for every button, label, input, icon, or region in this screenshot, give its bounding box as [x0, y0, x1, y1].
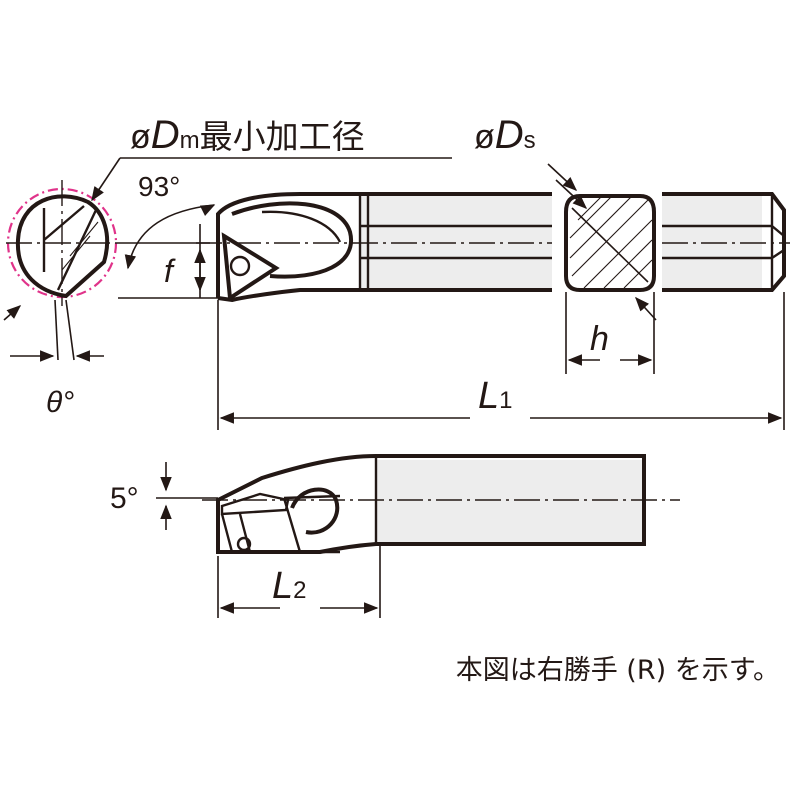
- dm-label: øDm最小加工径: [130, 113, 365, 157]
- dim-f: f: [118, 224, 218, 299]
- insert: [221, 232, 280, 302]
- shank-end: [662, 192, 790, 430]
- side-view: [202, 454, 680, 618]
- dim-l1: L1: [219, 375, 783, 424]
- angle-93: 93°: [124, 171, 216, 270]
- angle-93-label: 93°: [138, 171, 180, 202]
- min-bore-leader: øDm最小加工径: [91, 113, 452, 202]
- hand-note: 本図は右勝手 (R) を示す。: [455, 655, 780, 686]
- l2-label: L2: [272, 565, 307, 607]
- l1-label: L1: [478, 375, 513, 417]
- f-label: f: [164, 253, 176, 289]
- top-view-body: [216, 192, 552, 303]
- end-view: θ°: [3, 180, 118, 419]
- ds-label: øDs: [474, 113, 536, 157]
- shank-section-outline: [564, 194, 656, 292]
- side-view-body: [216, 454, 646, 554]
- shank-section: øDs: [474, 113, 657, 321]
- dim-h: h: [565, 292, 655, 374]
- theta-label: θ°: [46, 386, 74, 419]
- angle-5: 5°: [110, 462, 218, 530]
- angle-5-label: 5°: [110, 482, 139, 515]
- dim-l2: L2: [219, 565, 379, 614]
- end-view-outline: [15, 194, 110, 299]
- top-view: [196, 192, 552, 430]
- h-label: h: [590, 320, 609, 358]
